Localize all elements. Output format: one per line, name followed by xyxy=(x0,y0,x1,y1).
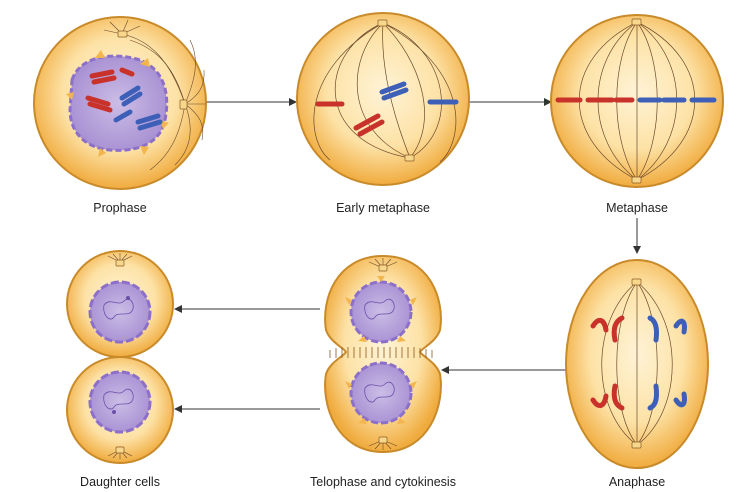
telophase-cell xyxy=(324,254,442,454)
centrosome-icon xyxy=(115,259,125,267)
nucleus xyxy=(349,280,413,344)
centrosome-icon xyxy=(378,264,388,272)
early-metaphase-cell xyxy=(296,12,470,186)
prophase-cell xyxy=(33,16,207,190)
centrosome-icon xyxy=(115,446,125,454)
nucleus xyxy=(88,280,152,344)
daughter-cell-top xyxy=(66,250,174,358)
centrosome-icon xyxy=(631,441,642,449)
anaphase-cell xyxy=(565,259,709,469)
label-prophase: Prophase xyxy=(93,201,147,215)
centrosome-icon xyxy=(631,176,642,184)
centrosome-icon xyxy=(179,99,188,110)
label-early-metaphase: Early metaphase xyxy=(336,201,430,215)
label-anaphase: Anaphase xyxy=(609,475,665,489)
centrosome-icon xyxy=(377,19,388,27)
centrosome-icon xyxy=(631,278,642,286)
metaphase-cell xyxy=(550,14,724,188)
label-metaphase: Metaphase xyxy=(606,201,668,215)
centrosome-icon xyxy=(117,30,128,38)
label-daughter-cells: Daughter cells xyxy=(80,475,160,489)
chromosome-icon xyxy=(315,81,459,137)
chromosome-icon xyxy=(85,67,163,131)
label-telophase: Telophase and cytokinesis xyxy=(310,475,456,489)
nucleus xyxy=(88,370,152,434)
daughter-cell-bottom xyxy=(66,356,174,464)
chromosome-icon xyxy=(590,315,687,411)
centrosome-icon xyxy=(631,18,642,26)
centrosome-icon xyxy=(378,436,388,444)
nucleus xyxy=(68,54,169,152)
centrosome-icon xyxy=(404,154,415,162)
nucleus xyxy=(349,361,413,425)
